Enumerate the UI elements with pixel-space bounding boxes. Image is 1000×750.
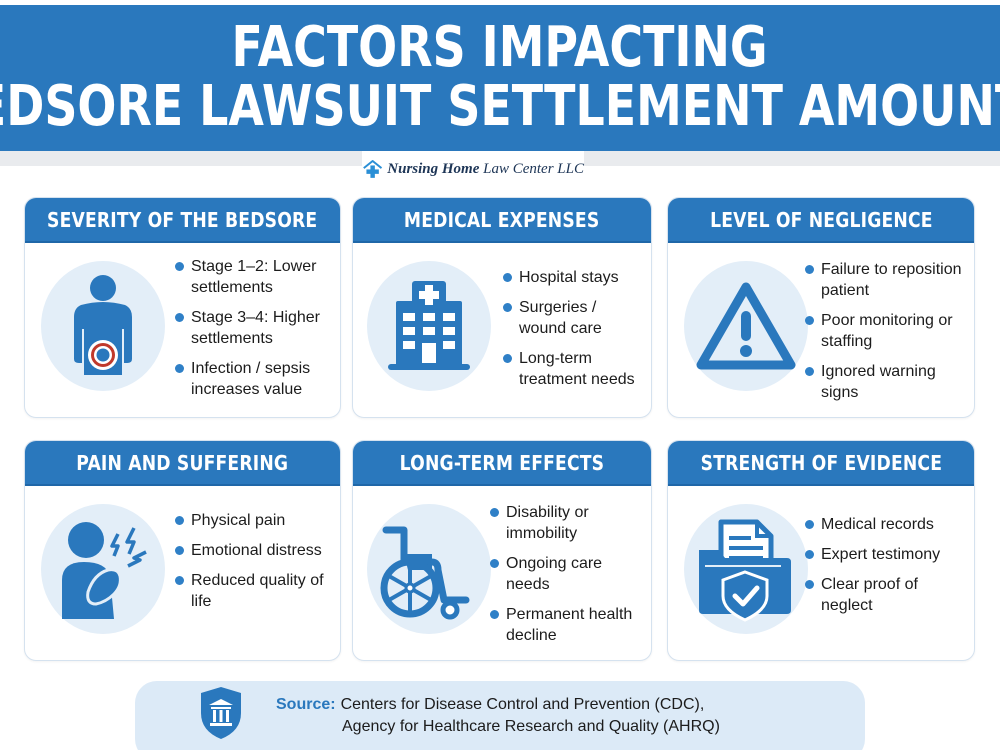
bullet-list: Disability or immobility Ongoing care ne… bbox=[490, 502, 640, 655]
list-item: Stage 1–2: Lower settlements bbox=[175, 256, 325, 298]
warning-triangle-icon bbox=[696, 282, 796, 370]
card-title: LEVEL OF NEGLIGENCE bbox=[709, 207, 933, 232]
bullet-list: Physical pain Emotional distress Reduced… bbox=[175, 510, 340, 621]
page-title-line1: FACTORS IMPACTING bbox=[231, 15, 769, 81]
card-header: PAIN AND SUFFERING bbox=[25, 441, 340, 486]
icon-circle bbox=[684, 261, 808, 391]
bullet-list: Medical records Expert testimony Clear p… bbox=[805, 514, 965, 625]
source-label: Source: bbox=[276, 696, 336, 713]
card-title: LONG-TERM EFFECTS bbox=[399, 450, 605, 475]
list-item: Stage 3–4: Higher settlements bbox=[175, 307, 340, 349]
list-item: Hospital stays bbox=[503, 267, 643, 288]
list-item: Ongoing care needs bbox=[490, 553, 620, 595]
page-title-line2: BEDSORE LAWSUIT SETTLEMENT AMOUNTS bbox=[0, 74, 1000, 139]
card-header: STRENGTH OF EVIDENCE bbox=[668, 441, 974, 486]
list-item: Disability or immobility bbox=[490, 502, 620, 544]
card-header: LEVEL OF NEGLIGENCE bbox=[668, 198, 974, 243]
icon-circle bbox=[41, 261, 165, 391]
card-strength-of-evidence: STRENGTH OF EVIDENCE Medical records Exp… bbox=[667, 440, 975, 661]
header-banner: FACTORS IMPACTING BEDSORE LAWSUIT SETTLE… bbox=[0, 5, 1000, 151]
bullet-list: Hospital stays Surgeries / wound care Lo… bbox=[503, 267, 643, 399]
person-pain-icon bbox=[62, 522, 147, 619]
icon-circle bbox=[367, 261, 491, 391]
list-item: Poor monitoring or staffing bbox=[805, 310, 965, 352]
card-medical-expenses: MEDICAL EXPENSES Hospital stays Surgerie… bbox=[352, 197, 652, 418]
house-cross-icon bbox=[363, 160, 383, 178]
icon-circle bbox=[41, 504, 165, 634]
card-severity: SEVERITY OF THE BEDSORE Stage 1–2: Lower… bbox=[24, 197, 341, 418]
institution-shield-icon bbox=[201, 687, 241, 739]
bullet-list: Failure to reposition patient Poor monit… bbox=[805, 259, 965, 412]
document-folder-shield-icon bbox=[699, 519, 791, 622]
list-item: Emotional distress bbox=[175, 540, 340, 561]
card-title: PAIN AND SUFFERING bbox=[76, 450, 289, 475]
list-item: Expert testimony bbox=[805, 544, 965, 565]
logo: Nursing Home Law Center LLC bbox=[362, 151, 584, 187]
card-title: STRENGTH OF EVIDENCE bbox=[700, 450, 942, 475]
list-item: Long-term treatment needs bbox=[503, 348, 643, 390]
source-citation: Source:Centers for Disease Control and P… bbox=[276, 694, 720, 738]
logo-text: Nursing Home Law Center LLC bbox=[387, 160, 584, 177]
list-item: Surgeries / wound care bbox=[503, 297, 618, 339]
card-pain-and-suffering: PAIN AND SUFFERING Physical pain Emotion… bbox=[24, 440, 341, 661]
list-item: Permanent health decline bbox=[490, 604, 640, 646]
card-header: MEDICAL EXPENSES bbox=[353, 198, 651, 243]
body-target-icon bbox=[74, 275, 132, 375]
card-header: LONG-TERM EFFECTS bbox=[353, 441, 651, 486]
bullet-list: Stage 1–2: Lower settlements Stage 3–4: … bbox=[175, 256, 340, 409]
hospital-icon bbox=[388, 281, 470, 370]
list-item: Reduced quality of life bbox=[175, 570, 325, 612]
card-header: SEVERITY OF THE BEDSORE bbox=[25, 198, 340, 243]
card-long-term-effects: LONG-TERM EFFECTS Disability or immobili… bbox=[352, 440, 652, 661]
list-item: Physical pain bbox=[175, 510, 335, 531]
page-title: FACTORS IMPACTING BEDSORE LAWSUIT SETTLE… bbox=[0, 15, 1000, 139]
list-item: Infection / sepsis increases value bbox=[175, 358, 320, 400]
source-line1: Centers for Disease Control and Preventi… bbox=[340, 696, 705, 713]
wheelchair-icon bbox=[380, 526, 470, 620]
list-item: Medical records bbox=[805, 514, 965, 535]
list-item: Failure to reposition patient bbox=[805, 259, 965, 301]
source-box: Source:Centers for Disease Control and P… bbox=[135, 681, 865, 750]
list-item: Clear proof of neglect bbox=[805, 574, 935, 616]
card-title: MEDICAL EXPENSES bbox=[404, 207, 600, 232]
card-level-of-negligence: LEVEL OF NEGLIGENCE Failure to repositio… bbox=[667, 197, 975, 418]
card-title: SEVERITY OF THE BEDSORE bbox=[47, 207, 318, 232]
icon-circle bbox=[684, 504, 808, 634]
source-line2: Agency for Healthcare Research and Quali… bbox=[342, 718, 720, 735]
icon-circle bbox=[367, 504, 491, 634]
list-item: Ignored warning signs bbox=[805, 361, 950, 403]
